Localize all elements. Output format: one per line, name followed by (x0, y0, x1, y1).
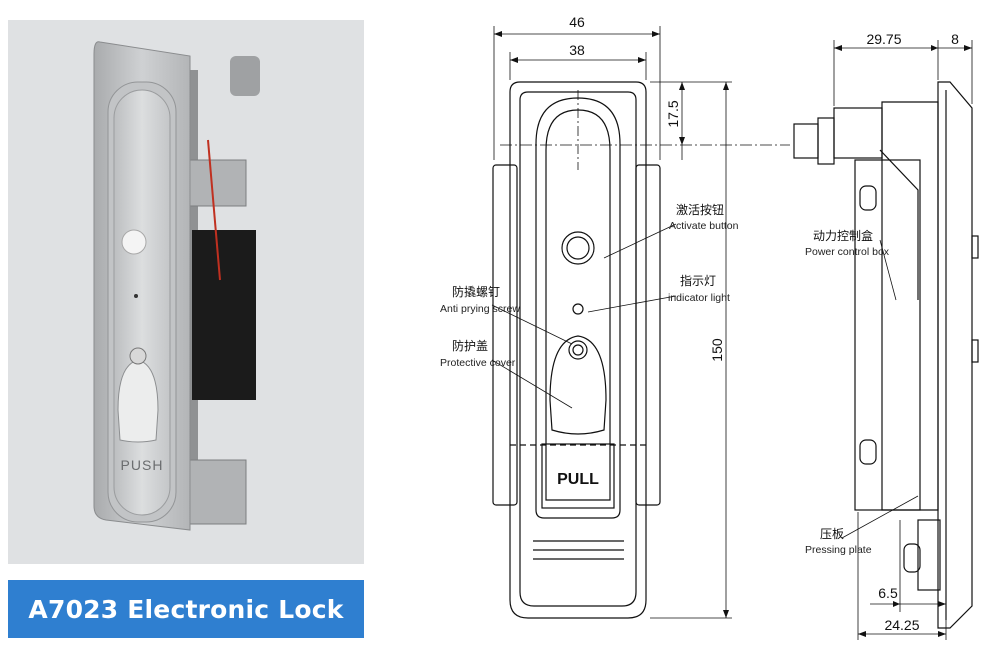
box-arrow (879, 149, 919, 300)
label-activate-en: Activate button (669, 220, 739, 232)
leader-power (879, 239, 897, 301)
dim-top-offset: 17.5 (665, 100, 681, 127)
side-flange (937, 81, 973, 629)
side-button-bump-1 (971, 235, 979, 259)
cover-photo (117, 359, 159, 443)
push-text: PUSH (121, 457, 164, 473)
dim-height: 150 (709, 338, 725, 362)
indicator-light (572, 303, 584, 315)
side-dimensions (833, 40, 973, 640)
dim-flange: 8 (951, 31, 959, 47)
pull-plate (541, 443, 615, 509)
anti-pry-screw-outer (568, 340, 588, 360)
left-back-plate (492, 164, 518, 506)
lower-bracket (189, 459, 247, 525)
pull-text: PULL (557, 471, 599, 488)
product-photo-panel: PUSH (8, 20, 364, 564)
right-back-plate (635, 164, 661, 506)
label-cover-cn: 防护盖 (452, 338, 488, 353)
side-body (881, 101, 939, 511)
side-screw-mid (859, 439, 877, 465)
activate-button-inner (566, 236, 590, 260)
leader-cover (491, 359, 573, 409)
control-box (192, 230, 256, 400)
label-antipry-cn: 防撬螺钉 (452, 284, 500, 299)
dim-outer-width: 46 (569, 14, 585, 30)
leader-antipry (491, 304, 573, 345)
front-dimensions (493, 26, 790, 619)
side-button-bump-2 (971, 339, 979, 363)
leader-plate (841, 495, 919, 539)
leader-activate (603, 223, 677, 259)
side-screw-top (859, 185, 877, 211)
dim-plate-depth: 24.25 (884, 617, 919, 633)
product-caption: A7023 Electronic Lock (8, 580, 364, 638)
front-view (492, 81, 661, 619)
wire-red (207, 139, 221, 281)
indicator-dot-photo (134, 294, 138, 298)
side-cam-housing (833, 107, 883, 159)
dim-depth: 29.75 (866, 31, 901, 47)
side-washer (817, 117, 835, 165)
front-inner-frame (519, 91, 637, 607)
label-power-en: Power control box (805, 246, 890, 258)
leader-lines (491, 223, 919, 539)
side-control-box (854, 159, 921, 511)
label-plate-cn: 压板 (820, 527, 844, 541)
leader-indicator (587, 295, 677, 313)
pressing-plate-side (917, 519, 941, 591)
handle-outline (535, 97, 621, 519)
side-nut (793, 123, 819, 159)
side-view (793, 81, 979, 629)
side-screw-bottom (903, 543, 921, 573)
arrowheads (494, 31, 972, 637)
dim-inner-width: 38 (569, 42, 585, 58)
label-activate-cn: 激活按钮 (676, 202, 724, 217)
label-power-cn: 动力控制盒 (813, 228, 873, 243)
front-outer-frame (509, 81, 647, 619)
label-plate-en: Pressing plate (805, 544, 872, 556)
handle-inner (545, 109, 611, 501)
label-cover-en: Protective cover (440, 357, 516, 369)
caption-text: A7023 Electronic Lock (28, 594, 344, 624)
label-antipry-en: Anti prying screw (440, 303, 520, 315)
product-photo: PUSH (93, 41, 260, 531)
activate-button-outer (561, 231, 595, 265)
upper-bracket (189, 159, 247, 207)
protective-cover (549, 335, 607, 435)
label-indicator-en: indicator light (668, 292, 730, 304)
dim-plate-offset: 6.5 (878, 585, 898, 601)
anti-pry-screw-inner (572, 344, 584, 356)
activate-button-photo (121, 229, 147, 255)
rear-nut (230, 56, 260, 96)
label-indicator-cn: 指示灯 (680, 273, 716, 288)
screw-photo (129, 347, 147, 365)
